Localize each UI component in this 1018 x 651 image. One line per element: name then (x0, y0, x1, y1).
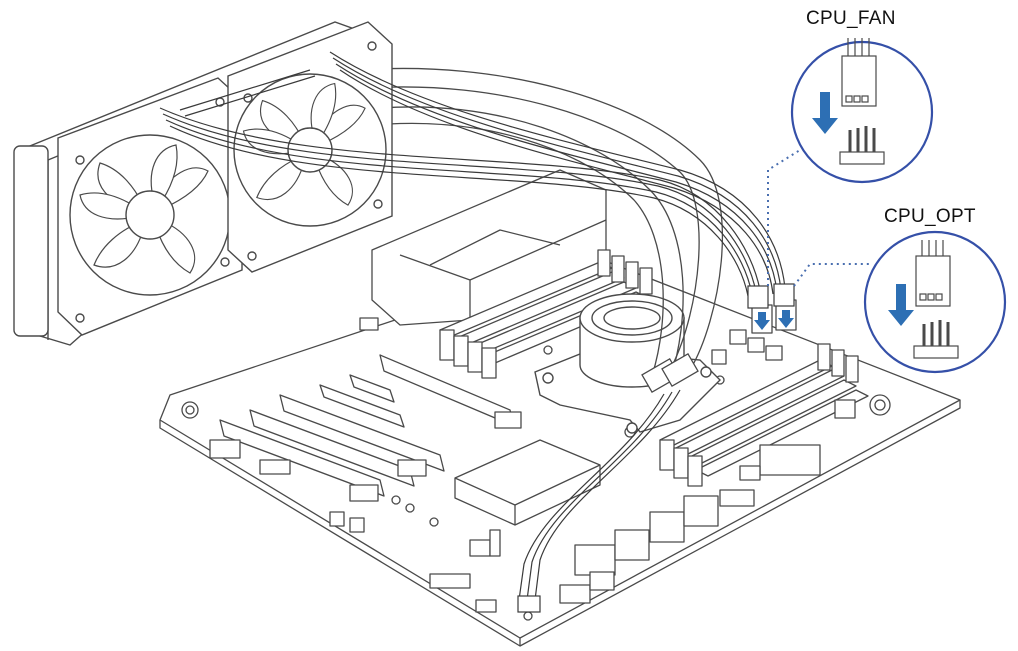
pcie-slots (219, 354, 522, 502)
fan-1 (57, 77, 243, 336)
rear-connectors (559, 394, 891, 604)
radiator (13, 21, 393, 346)
board-components (181, 317, 761, 621)
leader-lines (767, 149, 870, 287)
memory-slots-upper (439, 249, 653, 379)
callout-cpu-fan (790, 38, 934, 184)
fan-cables (159, 51, 795, 613)
coolant-tubes (359, 67, 723, 394)
memory-slots-right (659, 343, 869, 487)
cpu-opt-connector-icon (913, 240, 959, 359)
chipset-heatsink (454, 439, 601, 526)
header-arrows (754, 310, 794, 330)
down-arrow-icon (812, 92, 838, 134)
cpu-fan-connector-icon (839, 38, 885, 165)
cpu-opt-label: CPU_OPT (884, 206, 976, 227)
fan-2 (227, 21, 393, 273)
cpu-fan-label: CPU_FAN (806, 8, 896, 29)
down-arrow-icon (888, 284, 914, 326)
motherboard (159, 169, 961, 647)
callout-cpu-opt (863, 230, 1007, 374)
